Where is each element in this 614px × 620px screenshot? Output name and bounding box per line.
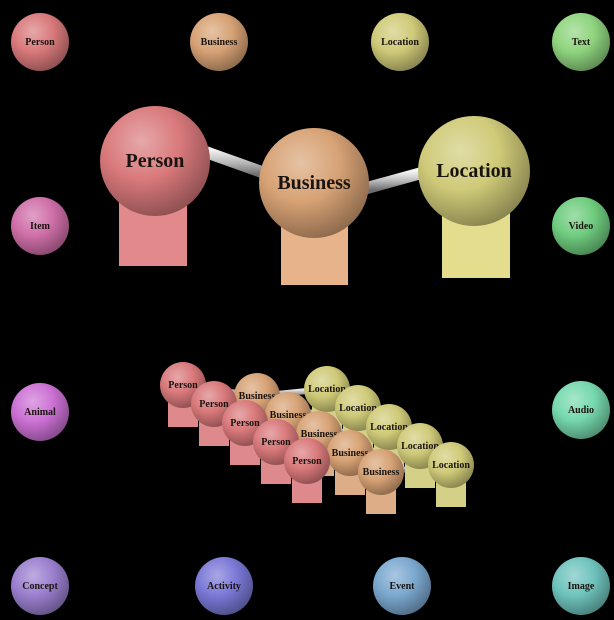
stack-business-node[interactable]: Business: [358, 449, 404, 495]
palette-concept-label: Concept: [22, 580, 58, 592]
palette-video-node[interactable]: Video: [552, 197, 610, 255]
person-node-label: Person: [125, 149, 185, 172]
palette-animal-label: Animal: [24, 406, 56, 418]
palette-activity-node[interactable]: Activity: [195, 557, 253, 615]
palette-concept-node[interactable]: Concept: [11, 557, 69, 615]
palette-location-node[interactable]: Location: [371, 13, 429, 71]
palette-audio-node[interactable]: Audio: [552, 381, 610, 439]
palette-person-label: Person: [25, 36, 55, 48]
palette-item-node[interactable]: Item: [11, 197, 69, 255]
stack-person-label: Person: [292, 455, 322, 467]
palette-text-node[interactable]: Text: [552, 13, 610, 71]
palette-person-node[interactable]: Person: [11, 13, 69, 71]
stack-person-label: Person: [230, 417, 260, 429]
business-node-label: Business: [277, 171, 351, 194]
link-person-business: [197, 144, 273, 181]
location-node[interactable]: Location: [418, 116, 530, 226]
stack-business-label: Business: [362, 466, 400, 478]
stack-person-label: Person: [168, 379, 198, 391]
palette-business-node[interactable]: Business: [190, 13, 248, 71]
stack-location-label: Location: [432, 459, 470, 471]
stack-person-node[interactable]: Person: [284, 438, 330, 484]
palette-event-node[interactable]: Event: [373, 557, 431, 615]
person-node[interactable]: Person: [100, 106, 210, 216]
palette-location-label: Location: [381, 36, 419, 48]
stack-location-node[interactable]: Location: [428, 442, 474, 488]
palette-image-label: Image: [567, 580, 595, 592]
business-node[interactable]: Business: [259, 128, 369, 238]
palette-image-node[interactable]: Image: [552, 557, 610, 615]
palette-activity-label: Activity: [207, 580, 241, 592]
location-node-label: Location: [436, 159, 512, 182]
palette-video-label: Video: [568, 220, 594, 232]
palette-business-label: Business: [200, 36, 238, 48]
stack-person-label: Person: [199, 398, 229, 410]
stack-person-label: Person: [261, 436, 291, 448]
palette-event-label: Event: [389, 580, 415, 592]
palette-item-label: Item: [30, 220, 50, 232]
link-business-location: [358, 166, 427, 196]
palette-text-label: Text: [571, 36, 591, 48]
palette-animal-node[interactable]: Animal: [11, 383, 69, 441]
palette-audio-label: Audio: [567, 404, 595, 416]
